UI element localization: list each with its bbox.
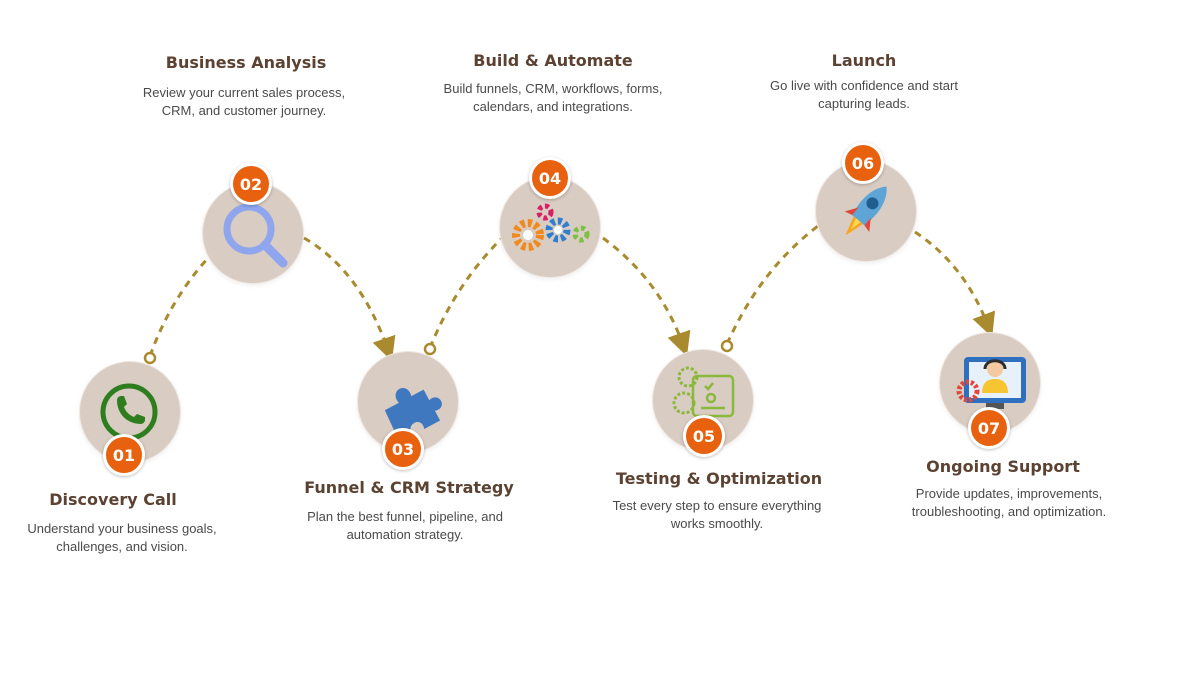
- connector-01-02: [148, 256, 210, 357]
- step-02-circle: [203, 183, 303, 283]
- step-03-circle: [358, 352, 458, 452]
- step-05-title: Testing & Optimization: [615, 469, 823, 488]
- step-02-description: Review your current sales process, CRM, …: [142, 85, 346, 118]
- step-03-badge: 03: [382, 428, 424, 470]
- step-07-title: Ongoing Support: [926, 457, 1080, 476]
- support-agent-icon: [956, 357, 1026, 409]
- connector-05-06: [725, 224, 819, 345]
- step-02-badge: 02: [230, 163, 272, 205]
- step-05-description: Test every step to ensure everything wor…: [612, 498, 822, 531]
- connector-dot: [423, 342, 437, 356]
- step-07-description: Provide updates, improvements, troublesh…: [911, 486, 1107, 519]
- gears-icon: [512, 203, 590, 251]
- step-05-badge: 05: [683, 415, 725, 457]
- connector-04-05: [602, 236, 691, 357]
- connector-dot: [143, 351, 157, 365]
- connector-02-03: [303, 236, 396, 362]
- step-01-title: Discovery Call: [49, 490, 177, 509]
- step-06-title: Launch: [831, 51, 897, 70]
- step-03-description: Plan the best funnel, pipeline, and auto…: [307, 509, 503, 542]
- step-01-description: Understand your business goals, challeng…: [27, 521, 217, 554]
- step-06-badge: 06: [842, 142, 884, 184]
- step-02-title: Business Analysis: [165, 53, 327, 72]
- connector-03-04: [428, 236, 504, 349]
- step-04-badge: 04: [529, 157, 571, 199]
- magnifier-icon: [223, 203, 288, 268]
- step-04-description: Build funnels, CRM, workflows, forms, ca…: [443, 81, 663, 114]
- step-06-description: Go live with confidence and start captur…: [770, 78, 958, 111]
- testing-dashboard-icon: [672, 366, 735, 418]
- step-01-badge: 01: [103, 434, 145, 476]
- step-04-title: Build & Automate: [473, 51, 633, 70]
- step-03-title: Funnel & CRM Strategy: [304, 478, 514, 497]
- connector-dot: [720, 339, 734, 353]
- connector-06-07: [914, 230, 995, 338]
- rocket-icon: [844, 186, 887, 236]
- step-07-badge: 07: [968, 407, 1010, 449]
